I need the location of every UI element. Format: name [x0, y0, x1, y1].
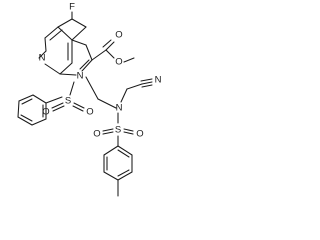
bond: [117, 171, 133, 181]
bond: [97, 98, 117, 109]
atom-amine-n: N: [116, 103, 123, 114]
bond: [45, 96, 63, 104]
atom-sulfonyl1-o-left: O: [42, 107, 49, 118]
bond: [102, 128, 114, 132]
bond: [17, 100, 20, 118]
bond: [85, 76, 99, 100]
bond: [57, 18, 73, 28]
bond: [102, 39, 112, 48]
bond: [85, 44, 93, 61]
bond: [17, 116, 33, 126]
bond: [44, 26, 59, 39]
bond: [32, 94, 47, 104]
atom-ester-o-methoxy: O: [115, 57, 122, 68]
atom-sulfonyl2-o-left: O: [93, 129, 100, 140]
bond: [126, 83, 143, 90]
bond: [57, 26, 73, 41]
bonds: [17, 11, 153, 197]
bond: [52, 105, 65, 112]
bond: [140, 78, 153, 82]
bond: [120, 88, 128, 103]
atom-sulfonyl1-s: S: [65, 96, 71, 107]
bond: [31, 118, 47, 126]
bond: [123, 131, 134, 135]
bond: [38, 50, 47, 59]
bond: [72, 105, 84, 112]
bond: [59, 73, 77, 76]
bond: [117, 169, 130, 177]
bond: [71, 39, 87, 46]
bond: [141, 81, 153, 85]
bond: [103, 171, 119, 181]
atom-sulfonyl2-s: S: [115, 125, 121, 136]
atom-labels: F N N S O O O O N N S O O: [39, 2, 162, 140]
bond: [81, 59, 93, 72]
chemical-structure: F N N S O O O O N N S O O: [17, 2, 162, 197]
bond: [49, 29, 63, 41]
bond: [71, 18, 87, 28]
bond: [18, 94, 34, 102]
bond: [117, 145, 133, 156]
bond: [79, 59, 90, 70]
bond: [71, 26, 87, 41]
atom-pyrrole-n: N: [77, 71, 84, 82]
bond: [51, 102, 64, 109]
bond: [105, 41, 115, 51]
bond: [105, 49, 115, 59]
atom-ester-o-carbonyl: O: [115, 30, 122, 41]
atom-pyridine-n: N: [39, 53, 46, 64]
bond: [117, 149, 130, 158]
atom-sulfonyl1-o-right: O: [86, 107, 93, 118]
bond: [102, 131, 114, 135]
bond: [59, 62, 73, 75]
bond: [123, 57, 135, 63]
bond: [141, 84, 153, 88]
bond: [103, 145, 119, 156]
bond: [20, 114, 33, 122]
bond: [44, 37, 47, 52]
atom-nitrile-n: N: [155, 75, 162, 86]
bond: [91, 49, 107, 61]
atom-sulfonyl2-o-right: O: [136, 129, 143, 140]
atom-fluorine: F: [69, 2, 75, 13]
bond: [123, 128, 134, 132]
bond: [69, 81, 75, 96]
bond: [73, 102, 85, 109]
bond: [44, 63, 61, 75]
bond: [21, 98, 33, 105]
